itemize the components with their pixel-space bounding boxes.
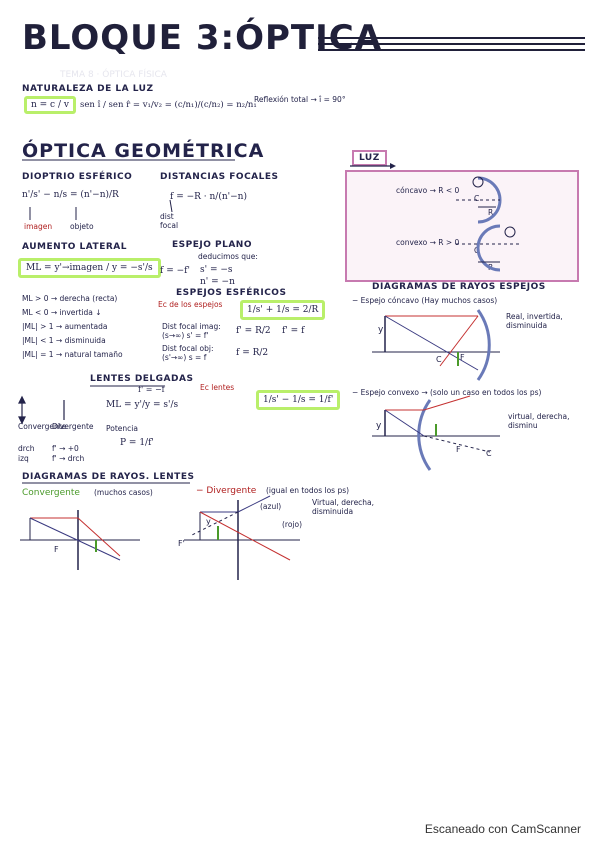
f-equal: f' = f xyxy=(282,326,305,336)
convergente-small: Convergente xyxy=(18,422,67,431)
plano-s: s' = −s xyxy=(200,265,233,275)
div-result: Virtual, derecha, disminuida xyxy=(312,498,375,516)
convexo-result: virtual, derecha, disminu xyxy=(508,412,570,430)
objeto-label: objeto xyxy=(70,222,94,231)
dist-focal-obj: Dist focal obj: (s'→∞) s = f xyxy=(162,344,214,362)
espejos-esfericos-label: ESPEJOS ESFÉRICOS xyxy=(176,288,287,298)
svg-text:C: C xyxy=(436,355,442,364)
rayos-div-note: (igual en todos los ps) xyxy=(266,486,350,495)
dioptrio-label: DIOPTRIO ESFÉRICO xyxy=(22,172,133,182)
svg-text:C: C xyxy=(486,449,492,458)
aumento-label: AUMENTO LATERAL xyxy=(22,242,127,252)
ec-espejos-label: Ec de los espejos xyxy=(158,300,223,309)
concavo-result: Real, invertida, disminuida xyxy=(506,312,563,330)
svg-text:y: y xyxy=(378,325,384,335)
rayos-convergente: Convergente xyxy=(22,488,80,498)
aumento-formula: ML = y'→imagen / y = −s'/s xyxy=(18,258,161,278)
concavo-sign: cóncavo → R < 0 xyxy=(396,186,460,195)
aumento-row: |ML| < 1 → disminuida xyxy=(22,336,106,345)
plano-n: n' = −n xyxy=(200,277,235,287)
aumento-row: |ML| > 1 → aumentada xyxy=(22,322,108,331)
luz-label: LUZ xyxy=(352,150,387,166)
potencia-label: Potencia xyxy=(106,424,138,433)
dist-focal-imag: Dist focal imag: (s→∞) s' = f' xyxy=(162,322,221,340)
rayos-espejos-label: DIAGRAMAS DE RAYOS ESPEJOS xyxy=(372,282,546,292)
lentes-sub: f' = −f xyxy=(138,385,165,394)
naturaleza-label: NATURALEZA DE LA LUZ xyxy=(22,84,154,94)
svg-text:F: F xyxy=(54,545,59,554)
izq-label: izq xyxy=(18,454,29,463)
svg-text:y: y xyxy=(206,517,211,526)
aumento-row: ML < 0 → invertida ↓ xyxy=(22,308,102,317)
n-formula: n = c / v xyxy=(24,96,76,114)
svg-text:y: y xyxy=(376,421,382,431)
plano-sn: s' = −s n' = −n xyxy=(200,264,235,288)
scanner-footer: Escaneado con CamScanner xyxy=(424,822,581,836)
ec-lentes-label: Ec lentes xyxy=(200,383,235,392)
convex-ray-diagram: y F C xyxy=(372,395,500,471)
deducimos-label: deducimos que: xyxy=(198,252,258,261)
svg-text:F: F xyxy=(456,445,461,454)
convergent-lens-diagram: F xyxy=(20,510,140,570)
aumento-rows: ML > 0 → derecha (recta) ML < 0 → invert… xyxy=(22,292,123,362)
convexo-sign: convexo → R > 0 xyxy=(396,238,460,247)
lentes-ml: ML = y'/y = s'/s xyxy=(106,400,179,410)
f-plus: f' → +0 xyxy=(52,444,79,453)
aumento-row: ML > 0 → derecha (recta) xyxy=(22,294,118,303)
plano-f: f = −f' xyxy=(160,266,190,276)
f-drch: f' → drch xyxy=(52,454,85,463)
svg-text:F: F xyxy=(460,353,465,362)
dist-focal-label: dist focal xyxy=(160,212,179,230)
faded-header: TEMA 8 · ÓPTICA FÍSICA xyxy=(60,70,167,80)
optica-geometrica-heading: ÓPTICA GEOMÉTRICA xyxy=(22,140,265,162)
rayos-divergente: − Divergente xyxy=(196,486,257,496)
rayos-conv-note: (muchos casos) xyxy=(94,488,153,497)
divergent-lens-diagram: F' y xyxy=(178,495,300,580)
distancias-formula: f = −R · n/(n'−n) xyxy=(170,192,247,202)
espejo-convexo-label: − Espejo convexo → (solo un caso en todo… xyxy=(352,388,542,397)
rojo-label: (rojo) xyxy=(282,520,303,529)
snell-formula: sen î / sen r̂ = v₁/v₂ = (c/n₁)/(c/n₂) =… xyxy=(80,100,257,110)
ec-lentes: 1/s' − 1/s = 1/f' xyxy=(256,390,341,410)
azul-label: (azul) xyxy=(260,502,282,511)
dioptrio-formula: n'/s' − n/s = (n'−n)/R xyxy=(22,190,119,200)
ec-espejos: 1/s' + 1/s = 2/R xyxy=(240,300,326,320)
mirror-sign-box xyxy=(345,170,579,282)
divergente-small: Divergente xyxy=(52,422,94,431)
espejo-concavo-label: − Espejo cóncavo (Hay muchos casos) xyxy=(352,296,498,305)
svg-text:F': F' xyxy=(178,539,185,548)
reflexion-total: Reflexión total → î = 90° xyxy=(254,95,346,104)
potencia-formula: P = 1/f' xyxy=(120,438,154,448)
c-label-1: C xyxy=(474,194,480,203)
aumento-row: |ML| = 1 → natural tamaño xyxy=(22,350,123,359)
imagen-label: imagen xyxy=(24,222,53,231)
r-label-1: R xyxy=(488,208,494,217)
espejo-plano-label: ESPEJO PLANO xyxy=(172,240,252,250)
convex-mirror-icon xyxy=(476,224,501,272)
distancias-label: DISTANCIAS FOCALES xyxy=(160,172,279,182)
rayos-lentes-label: DIAGRAMAS DE RAYOS. LENTES xyxy=(22,472,195,482)
lentes-label: LENTES DELGADAS xyxy=(90,374,194,384)
f-prime-r2: f' = R/2 xyxy=(236,326,271,336)
drch-label: drch xyxy=(18,444,35,453)
f-r2: f = R/2 xyxy=(236,348,269,358)
concave-ray-diagram: y C F xyxy=(372,309,500,381)
